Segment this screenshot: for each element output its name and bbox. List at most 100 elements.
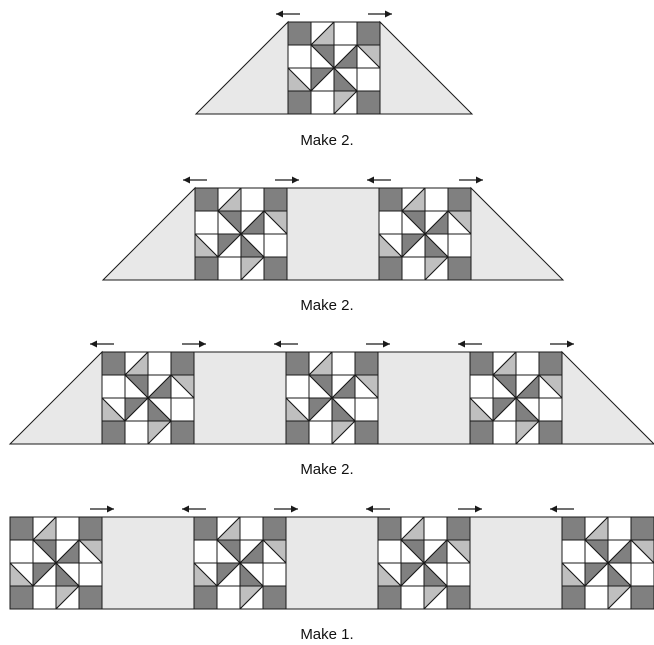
block-square <box>333 21 358 46</box>
block-square <box>492 420 517 445</box>
block-square <box>9 539 34 564</box>
arrow-left-icon <box>458 340 482 348</box>
setting-triangle-left <box>194 20 289 115</box>
block-square <box>584 585 609 610</box>
block-square <box>217 256 242 281</box>
block-square <box>193 539 218 564</box>
block-square <box>285 351 310 376</box>
sashing-square <box>377 351 471 445</box>
pinwheel-block <box>101 351 195 445</box>
pinwheel-block <box>561 516 654 610</box>
block-square <box>354 420 379 445</box>
setting-triangle-right <box>470 186 565 281</box>
arrow-left-icon <box>276 10 300 18</box>
block-square <box>263 187 288 212</box>
block-square <box>607 516 632 541</box>
block-square <box>124 420 149 445</box>
block-square <box>170 351 195 376</box>
block-square <box>630 516 654 541</box>
arrow-right-icon <box>550 340 574 348</box>
setting-triangle-right <box>561 350 654 445</box>
block-square <box>447 256 472 281</box>
block-square <box>538 420 563 445</box>
block-square <box>9 585 34 610</box>
block-square <box>263 256 288 281</box>
block-square <box>308 420 333 445</box>
block-square <box>285 374 310 399</box>
block-square <box>447 187 472 212</box>
block-square <box>354 397 379 422</box>
block-square <box>446 562 471 587</box>
block-square <box>401 256 426 281</box>
block-square <box>170 420 195 445</box>
arrow-right-icon <box>90 505 114 513</box>
block-square <box>356 21 381 46</box>
block-square <box>469 351 494 376</box>
arrow-right-icon <box>182 340 206 348</box>
block-square <box>378 256 403 281</box>
block-square <box>400 585 425 610</box>
block-square <box>378 210 403 235</box>
row-caption: Make 1. <box>300 626 353 643</box>
arrow-left-icon <box>367 176 391 184</box>
block-square <box>32 585 57 610</box>
setting-triangle-left <box>101 186 196 281</box>
block-square <box>78 516 103 541</box>
block-square <box>561 539 586 564</box>
block-square <box>356 67 381 92</box>
block-square <box>239 516 264 541</box>
sashing-square <box>469 516 563 610</box>
arrow-left-icon <box>90 340 114 348</box>
arrow-left-icon <box>366 505 390 513</box>
arrow-right-icon <box>458 505 482 513</box>
block-square <box>240 187 265 212</box>
block-square <box>262 585 287 610</box>
block-square <box>356 90 381 115</box>
pinwheel-block <box>469 351 563 445</box>
row-caption: Make 2. <box>300 132 353 149</box>
block-square <box>9 516 34 541</box>
arrow-left-icon <box>183 176 207 184</box>
pinwheel-block <box>378 187 472 281</box>
row-caption: Make 2. <box>300 297 353 314</box>
arrow-right-icon <box>368 10 392 18</box>
block-square <box>561 516 586 541</box>
pinwheel-block <box>287 21 381 115</box>
block-square <box>378 187 403 212</box>
block-square <box>446 585 471 610</box>
arrow-right-icon <box>274 505 298 513</box>
block-square <box>78 562 103 587</box>
block-square <box>194 210 219 235</box>
block-square <box>147 351 172 376</box>
block-square <box>377 516 402 541</box>
block-square <box>101 374 126 399</box>
arrow-right-icon <box>459 176 483 184</box>
setting-triangle-right <box>379 20 474 115</box>
block-square <box>194 187 219 212</box>
row-caption: Make 2. <box>300 461 353 478</box>
block-square <box>170 397 195 422</box>
block-square <box>193 516 218 541</box>
block-square <box>469 374 494 399</box>
sashing-square <box>101 516 195 610</box>
block-square <box>263 233 288 258</box>
block-square <box>630 562 654 587</box>
arrow-left-icon <box>550 505 574 513</box>
block-square <box>310 90 335 115</box>
block-square <box>193 585 218 610</box>
sashing-square <box>285 516 379 610</box>
block-square <box>262 516 287 541</box>
block-square <box>331 351 356 376</box>
block-square <box>561 585 586 610</box>
block-square <box>630 585 654 610</box>
pinwheel-block <box>9 516 103 610</box>
arrow-left-icon <box>274 340 298 348</box>
block-square <box>194 256 219 281</box>
block-square <box>446 516 471 541</box>
block-square <box>78 585 103 610</box>
block-square <box>287 90 312 115</box>
arrow-right-icon <box>275 176 299 184</box>
block-square <box>538 397 563 422</box>
block-square <box>216 585 241 610</box>
